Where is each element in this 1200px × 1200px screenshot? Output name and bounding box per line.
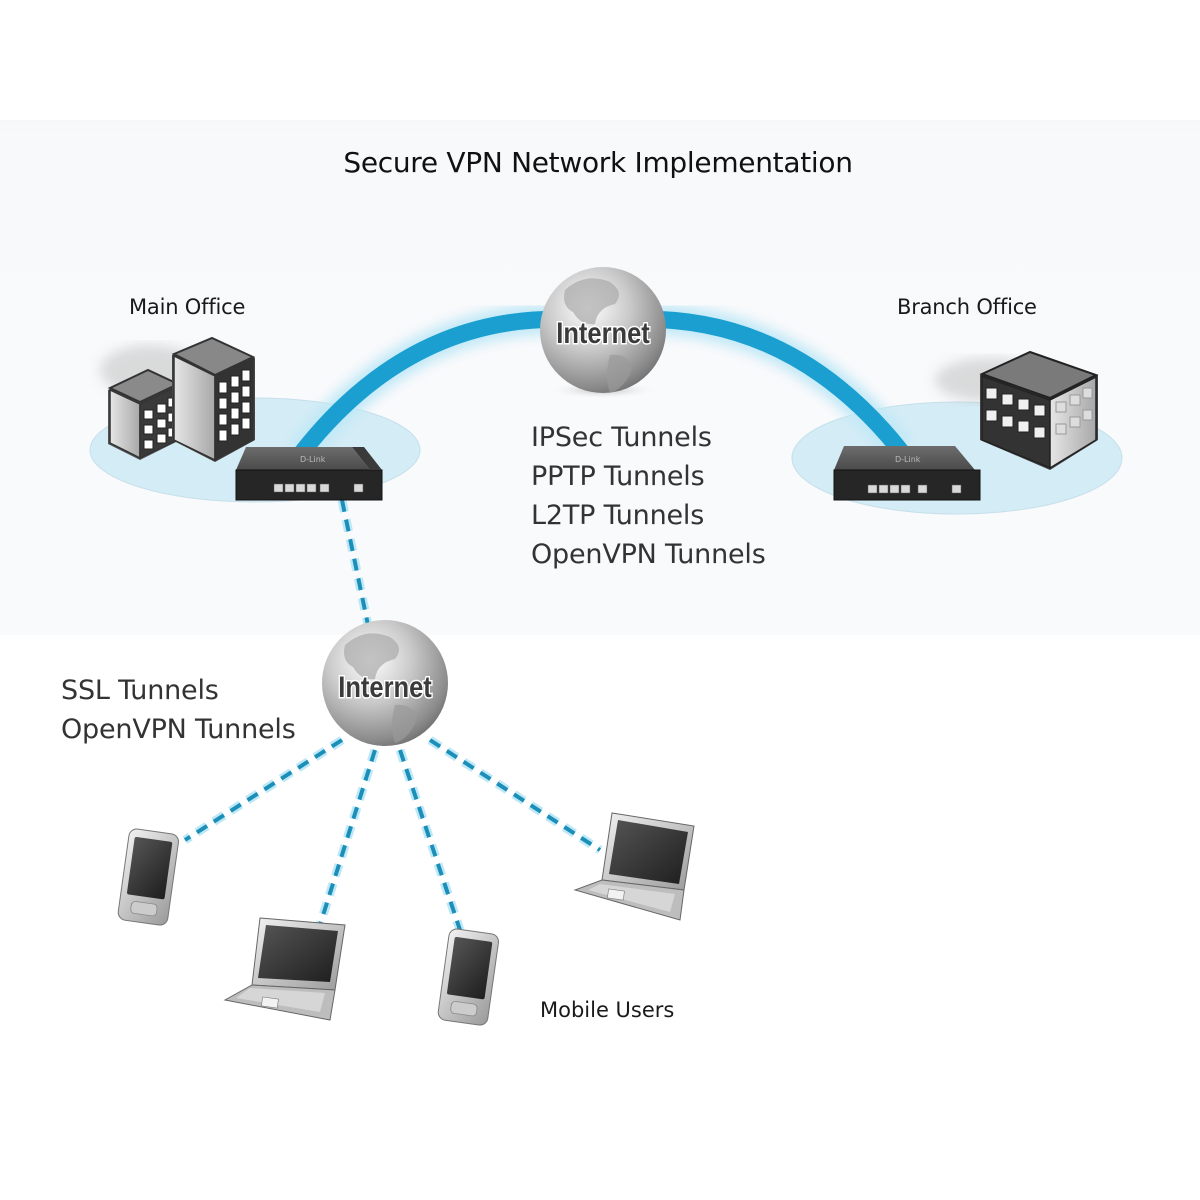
mobile-link (315, 748, 380, 927)
pda-icon (437, 928, 499, 1026)
tunnel-type: SSL Tunnels (61, 675, 219, 706)
svg-text:D-Link: D-Link (300, 455, 326, 464)
router-to-internet-link (337, 499, 373, 626)
pda-icon (117, 828, 179, 926)
tunnel-type: OpenVPN Tunnels (531, 539, 766, 570)
laptop-icon (573, 812, 695, 921)
mobile-link (395, 748, 465, 932)
tunnel-type: PPTP Tunnels (531, 461, 705, 492)
mobile-link (427, 736, 603, 854)
mobile-users-label: Mobile Users (540, 998, 675, 1022)
globe-label: Internet (338, 670, 431, 703)
office-buildings-icon (100, 336, 256, 462)
tunnel-type: OpenVPN Tunnels (61, 714, 296, 745)
office-building-icon (935, 350, 1099, 470)
tunnel-type: IPSec Tunnels (531, 422, 712, 453)
main-office-router-icon: D-Link (235, 447, 383, 501)
site-to-site-tunnel-list: IPSec Tunnels PPTP Tunnels L2TP Tunnels … (531, 418, 766, 574)
branch-office-router-icon: D-Link (833, 446, 981, 501)
globe-label: Internet (556, 316, 649, 349)
mobile-links (182, 736, 603, 932)
laptop-icon (223, 917, 346, 1021)
mobile-link (182, 736, 345, 844)
tunnel-type: L2TP Tunnels (531, 500, 705, 531)
globe-icon: Internet (322, 620, 448, 746)
branch-office-label: Branch Office (897, 295, 1037, 319)
globe-icon: Internet (540, 267, 666, 399)
remote-access-tunnel-list: SSL Tunnels OpenVPN Tunnels (61, 671, 296, 749)
main-office-label: Main Office (129, 295, 246, 319)
svg-text:D-Link: D-Link (895, 455, 921, 464)
page-title: Secure VPN Network Implementation (343, 146, 853, 179)
